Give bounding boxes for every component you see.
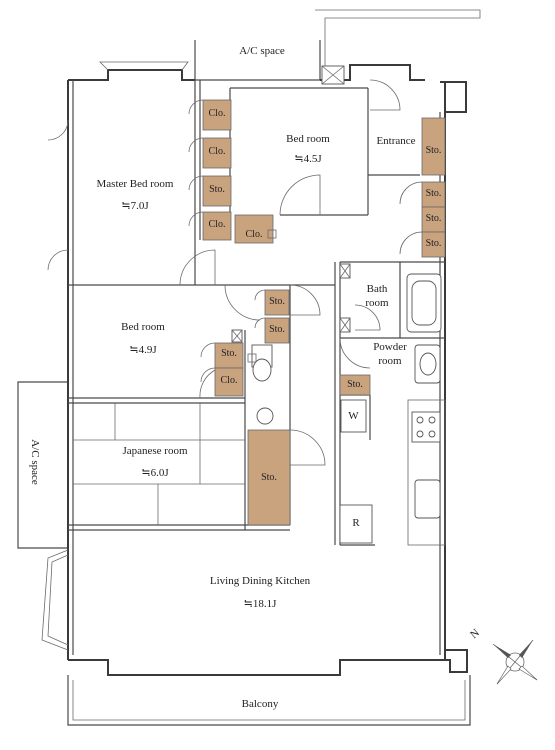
closet-label: Clo. <box>208 219 226 230</box>
bay-window-master <box>99 61 189 71</box>
tatami-mats <box>73 403 245 525</box>
storage-label: Sto. <box>269 324 285 335</box>
storage-label: Sto. <box>261 472 277 483</box>
closet-label: Clo. <box>208 108 226 119</box>
bed-room-middle-size: ≒4.9J <box>129 344 157 356</box>
ac-space-top-outline <box>194 9 481 81</box>
storage-label: Sto. <box>425 145 442 156</box>
bay-window-ldk <box>41 549 69 651</box>
balcony-outline <box>67 675 471 726</box>
balcony-label: Balcony <box>241 698 279 710</box>
closet-label: Clo. <box>208 146 226 157</box>
entrance-label: Entrance <box>376 135 416 147</box>
washer-label: W <box>348 410 359 422</box>
ac-space-top-label: A/C space <box>239 45 285 57</box>
fridge-label: R <box>352 517 360 529</box>
japanese-room-size: ≒6.0J <box>141 467 169 479</box>
storage-label: Sto. <box>347 379 363 390</box>
japanese-room-name: Japanese room <box>122 445 188 457</box>
storage-label: Sto. <box>221 348 237 359</box>
bed-room-middle-name: Bed room <box>121 321 165 333</box>
fixtures <box>231 65 442 544</box>
storage-label: Sto. <box>425 238 442 249</box>
closet-label: Clo. <box>245 229 263 240</box>
storage-blocks <box>202 99 446 526</box>
bath-room-label: Bath room <box>365 283 389 309</box>
ldk-size: ≒18.1J <box>243 598 277 610</box>
ac-space-left-label: A/C space <box>29 439 41 485</box>
closet-label: Clo. <box>220 375 238 386</box>
compass-icon <box>492 639 538 685</box>
powder-room-label: Powder room <box>373 341 407 367</box>
master-bed-room-size: ≒7.0J <box>121 200 149 212</box>
storage-label: Sto. <box>425 213 442 224</box>
storage-label: Sto. <box>209 184 225 195</box>
ac-space-left-outline <box>17 381 68 549</box>
bed-room-north-size: ≒4.5J <box>294 153 322 165</box>
master-bed-room-name: Master Bed room <box>96 178 174 190</box>
ldk-name: Living Dining Kitchen <box>209 575 311 587</box>
storage-label: Sto. <box>269 296 285 307</box>
door-swings <box>47 79 423 466</box>
bed-room-north-name: Bed room <box>286 133 330 145</box>
storage-label: Sto. <box>425 188 442 199</box>
